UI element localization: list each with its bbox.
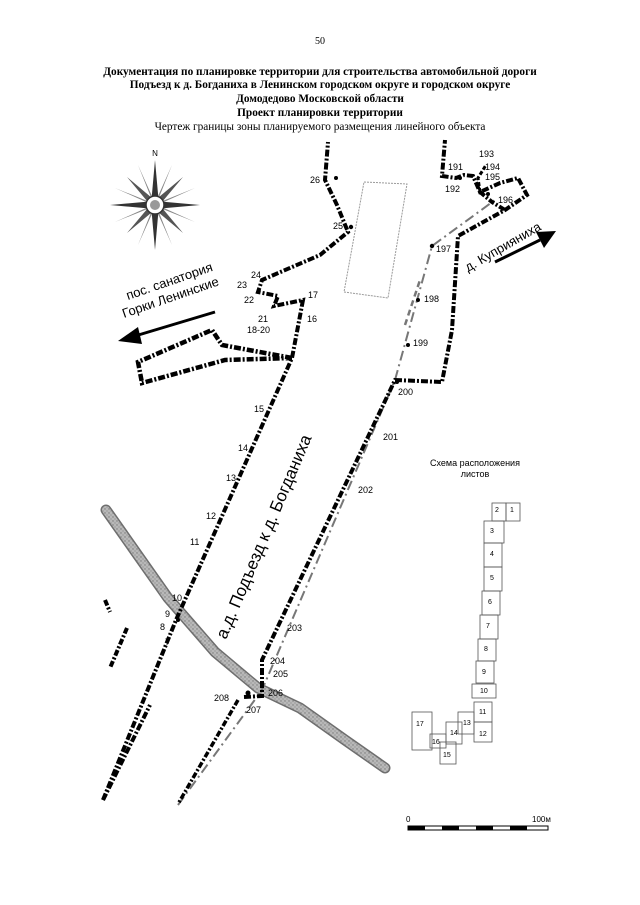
sheet-label: 15 [443, 752, 451, 759]
point-label: 205 [273, 669, 288, 679]
point-label: 196 [498, 195, 513, 205]
point-label: 15 [254, 404, 264, 414]
scheme-title-2: листов [461, 469, 490, 479]
point-label: 22 [244, 295, 254, 305]
sheet-label: 3 [490, 528, 494, 535]
point-label: 195 [485, 172, 500, 182]
point-label: 206 [268, 688, 283, 698]
sheet-label: 2 [495, 507, 499, 514]
point-label: 193 [479, 149, 494, 159]
building-outline [343, 181, 408, 299]
boundary-points [176, 176, 490, 696]
sheet-label: 1 [510, 507, 514, 514]
sheet-scheme: Схема расположения листов 1 2 3 4 [411, 458, 521, 765]
crossing-road [100, 504, 391, 774]
point-label: 23 [237, 280, 247, 290]
title-line-5: Чертеж границы зоны планируемого размеще… [154, 121, 486, 133]
point-label: 9 [165, 609, 170, 619]
point-label: 14 [238, 443, 248, 453]
point-label: 192 [445, 184, 460, 194]
point-label: 18-20 [247, 325, 270, 335]
sheet-label: 10 [480, 688, 488, 695]
point-label: 24 [251, 270, 261, 280]
sheet-label: 11 [479, 709, 486, 716]
point-label: 10 [172, 593, 182, 603]
point-label: 202 [358, 485, 373, 495]
sheet-label: 9 [482, 669, 486, 676]
road-centerline [177, 199, 496, 806]
sheet-label: 17 [416, 721, 424, 728]
right-direction-arrow [494, 231, 556, 264]
point-label: 25 [333, 221, 343, 231]
point-label: 204 [270, 656, 285, 666]
point-label: 201 [383, 432, 398, 442]
point-label: 17 [308, 290, 318, 300]
point-label: 13 [226, 473, 236, 483]
scale-start: 0 [406, 815, 411, 824]
point-label: 8 [160, 622, 165, 632]
point-label: 207 [246, 705, 261, 715]
point-label: 199 [413, 338, 428, 348]
sheet-label: 14 [450, 730, 458, 737]
title-line-4: Проект планировки территории [237, 107, 403, 119]
point-label: 194 [485, 162, 500, 172]
sheet-label: 7 [486, 623, 490, 630]
left-direction-arrow [118, 310, 216, 344]
compass-north-label: N [152, 149, 158, 158]
point-label: 7 [165, 637, 170, 647]
title-line-2: Подъезд к д. Богданиха в Ленинском город… [129, 79, 511, 91]
point-label: 203 [287, 623, 302, 633]
point-label: 200 [398, 387, 413, 397]
road-name-label: а.д. Подъезд к д. Богданиха [212, 431, 316, 641]
sheet-label: 8 [484, 646, 488, 653]
point-label: 191 [448, 162, 463, 172]
title-line-3: Домодедово Московской области [236, 93, 404, 105]
page-number: 50 [315, 36, 325, 47]
point-label: 198 [424, 294, 439, 304]
compass-rose: N [110, 149, 200, 250]
point-label: 11 [190, 537, 199, 547]
point-label: 21 [258, 314, 268, 324]
point-label: 12 [206, 511, 216, 521]
point-label: 16 [307, 314, 317, 324]
sheet-label: 12 [479, 731, 487, 738]
scale-bar: 0 100м [406, 815, 551, 831]
sheet-label: 13 [463, 720, 471, 727]
scale-end: 100м [532, 815, 551, 824]
sheet-label: 6 [488, 599, 492, 606]
zone-boundary [101, 139, 530, 805]
point-label: 26 [310, 175, 320, 185]
point-label: 208 [214, 693, 229, 703]
title-line-1: Документация по планировке территории дл… [103, 66, 537, 78]
point-labels: 7 8 9 10 11 12 13 14 15 16 17 18-20 21 2… [160, 149, 513, 715]
scheme-title-1: Схема расположения [430, 458, 520, 468]
sheet-label: 4 [490, 551, 494, 558]
sheet-label: 5 [490, 575, 494, 582]
point-label: 197 [436, 244, 451, 254]
sheet-label: 16 [432, 739, 440, 746]
